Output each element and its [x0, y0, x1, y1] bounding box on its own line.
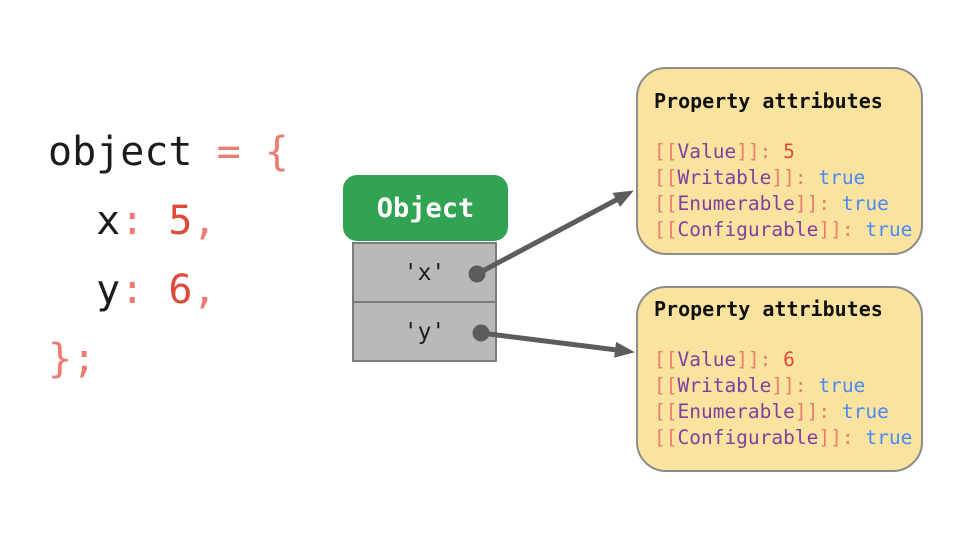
- attribute-line: [[Writable]]: true: [654, 165, 921, 191]
- code-line: y: 6,: [48, 256, 289, 325]
- attribute-line: [[Value]]: 6: [654, 347, 921, 373]
- property-row-y-label: 'y': [403, 318, 446, 345]
- code-segment: ]]:: [736, 348, 784, 371]
- code-segment: Value: [677, 348, 737, 371]
- attribute-line: [[Configurable]]: true: [654, 217, 921, 243]
- code-segment: = {: [192, 129, 289, 175]
- code-segment: };: [48, 336, 97, 382]
- property-row-y: 'y': [354, 301, 495, 360]
- code-segment: :: [120, 267, 169, 313]
- code-segment: [[: [654, 166, 678, 189]
- code-segment: ]]:: [818, 218, 866, 241]
- code-segment: ]]:: [771, 166, 819, 189]
- object-box: Object: [343, 175, 508, 241]
- code-segment: 5: [783, 140, 795, 163]
- code-line: object = {: [48, 118, 289, 187]
- code-segment: ]]:: [736, 140, 784, 163]
- code-segment: 6: [168, 267, 193, 313]
- code-segment: true: [841, 400, 889, 423]
- code-segment: true: [818, 374, 866, 397]
- code-segment: [[: [654, 400, 678, 423]
- property-attributes-list: [[Value]]: 6[[Writable]]: true[[Enumerab…: [654, 347, 921, 451]
- property-attributes-box-y: Property attributes [[Value]]: 6[[Writab…: [636, 286, 923, 472]
- code-segment: Writable: [677, 166, 772, 189]
- attribute-line: [[Writable]]: true: [654, 373, 921, 399]
- pointer-arrow-y: [480, 330, 635, 358]
- code-segment: Writable: [677, 374, 772, 397]
- code-segment: ]]:: [794, 192, 842, 215]
- code-segment: x: [48, 198, 121, 244]
- code-segment: ]]:: [794, 400, 842, 423]
- code-segment: 5: [168, 198, 193, 244]
- code-segment: ]]:: [818, 426, 866, 449]
- object-box-label: Object: [376, 192, 475, 224]
- code-segment: ,: [192, 267, 217, 313]
- code-segment: true: [865, 426, 913, 449]
- code-segment: Enumerable: [677, 400, 795, 423]
- code-segment: object: [48, 129, 193, 175]
- code-line: };: [48, 325, 289, 394]
- code-segment: Value: [677, 140, 737, 163]
- code-block: object = { x: 5, y: 6,};: [48, 118, 289, 394]
- code-line: x: 5,: [48, 187, 289, 256]
- property-attributes-title: Property attributes: [654, 297, 883, 321]
- property-attributes-title: Property attributes: [654, 89, 883, 113]
- code-segment: :: [120, 198, 169, 244]
- attribute-line: [[Enumerable]]: true: [654, 399, 921, 425]
- attribute-line: [[Value]]: 5: [654, 139, 921, 165]
- code-segment: [[: [654, 192, 678, 215]
- code-segment: [[: [654, 348, 678, 371]
- code-segment: [[: [654, 426, 678, 449]
- code-segment: true: [841, 192, 889, 215]
- attribute-line: [[Enumerable]]: true: [654, 191, 921, 217]
- code-segment: [[: [654, 374, 678, 397]
- code-segment: true: [865, 218, 913, 241]
- code-segment: ,: [192, 198, 217, 244]
- property-attributes-box-x: Property attributes [[Value]]: 5[[Writab…: [636, 67, 923, 255]
- property-attributes-list: [[Value]]: 5[[Writable]]: true[[Enumerab…: [654, 139, 921, 243]
- code-segment: Enumerable: [677, 192, 795, 215]
- property-row-x-label: 'x': [403, 259, 446, 286]
- code-segment: y: [48, 267, 121, 313]
- attribute-line: [[Configurable]]: true: [654, 425, 921, 451]
- code-segment: true: [818, 166, 866, 189]
- code-segment: Configurable: [677, 426, 819, 449]
- code-segment: 6: [783, 348, 795, 371]
- code-segment: [[: [654, 140, 678, 163]
- object-property-rows: 'x' 'y': [352, 242, 497, 362]
- code-segment: ]]:: [771, 374, 819, 397]
- property-row-x: 'x': [354, 244, 495, 301]
- code-segment: [[: [654, 218, 678, 241]
- code-segment: Configurable: [677, 218, 819, 241]
